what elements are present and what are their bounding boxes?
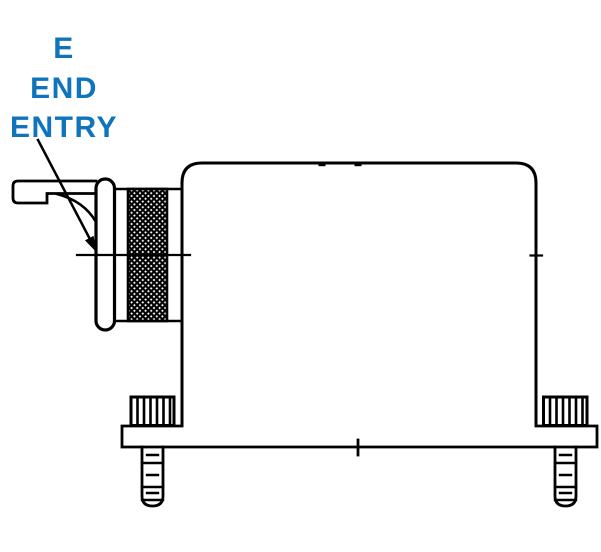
cable-clamp-tab bbox=[11, 179, 98, 205]
callout-line-2: END bbox=[30, 72, 98, 105]
clamp-arc bbox=[55, 192, 98, 224]
jackscrew-head-right-knurling bbox=[548, 398, 584, 425]
callout-line-3: ENTRY bbox=[10, 111, 118, 144]
mounting-plate bbox=[120, 424, 599, 449]
drawing-linework bbox=[11, 138, 599, 508]
jackscrew-shaft-left-threads bbox=[140, 453, 165, 502]
top-edge-mark-left bbox=[318, 164, 326, 167]
jackscrew-head-left-knurling bbox=[136, 398, 172, 425]
connector-body bbox=[180, 161, 538, 427]
leader-arrowhead-icon bbox=[84, 235, 97, 253]
end-entry-callout: E END ENTRY bbox=[10, 32, 118, 144]
callout-line-1: E bbox=[53, 32, 75, 65]
leader-line bbox=[36, 138, 94, 245]
jackscrew-shaft-right-threads bbox=[553, 453, 578, 502]
top-edge-mark-right bbox=[354, 164, 362, 167]
